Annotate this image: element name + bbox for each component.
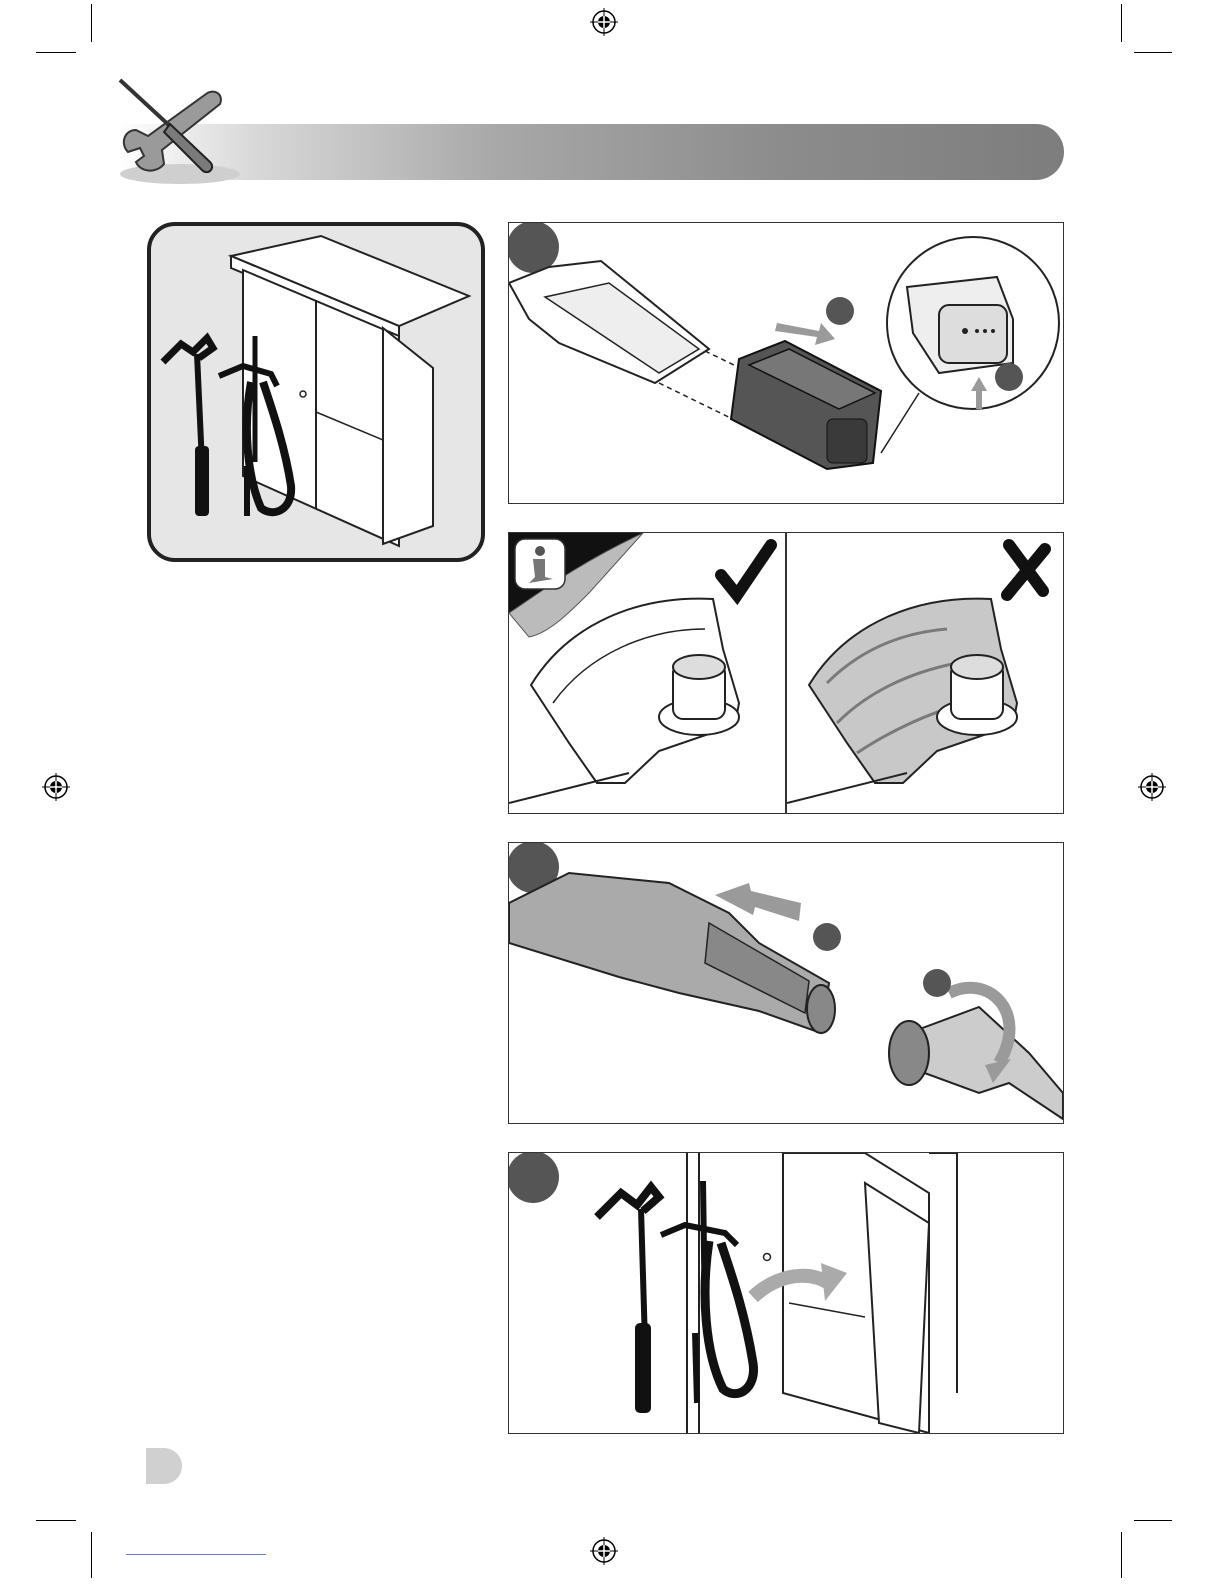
- section-header-bar: [118, 124, 1064, 180]
- checkmark-icon: [721, 545, 771, 595]
- guard-dirty-illustration: [787, 533, 1063, 813]
- crop-mark: [91, 1532, 92, 1578]
- cleaning-ok-panel: [508, 532, 786, 814]
- storing-panel: [508, 1152, 1064, 1434]
- page-number-tab: [146, 1448, 182, 1484]
- storage-overview-panel: [147, 222, 485, 562]
- crop-mark: [1134, 1520, 1172, 1521]
- tools-icon: [110, 74, 250, 190]
- battery-removal-illustration: [509, 223, 1063, 503]
- guard-clean-illustration: [509, 533, 785, 813]
- storing-illustration: [509, 1153, 1063, 1433]
- crop-mark: [1121, 1532, 1122, 1578]
- shaft-disassembly-panel: [508, 842, 1064, 1124]
- crop-mark: [36, 52, 76, 53]
- registration-mark-icon: [42, 773, 70, 801]
- registration-mark-icon: [1138, 773, 1166, 801]
- footer-rule: [126, 1554, 266, 1555]
- crop-mark: [1134, 52, 1172, 53]
- crop-mark: [36, 1520, 76, 1521]
- crop-mark: [1121, 4, 1122, 42]
- registration-mark-icon: [590, 1537, 618, 1565]
- shaft-disassembly-illustration: [509, 843, 1063, 1123]
- cross-icon: [1007, 545, 1045, 595]
- battery-removal-panel: [508, 222, 1064, 504]
- cabinet-storage-illustration: [151, 226, 481, 558]
- registration-mark-icon: [590, 8, 618, 36]
- crop-mark: [91, 4, 92, 42]
- cleaning-not-ok-panel: [786, 532, 1064, 814]
